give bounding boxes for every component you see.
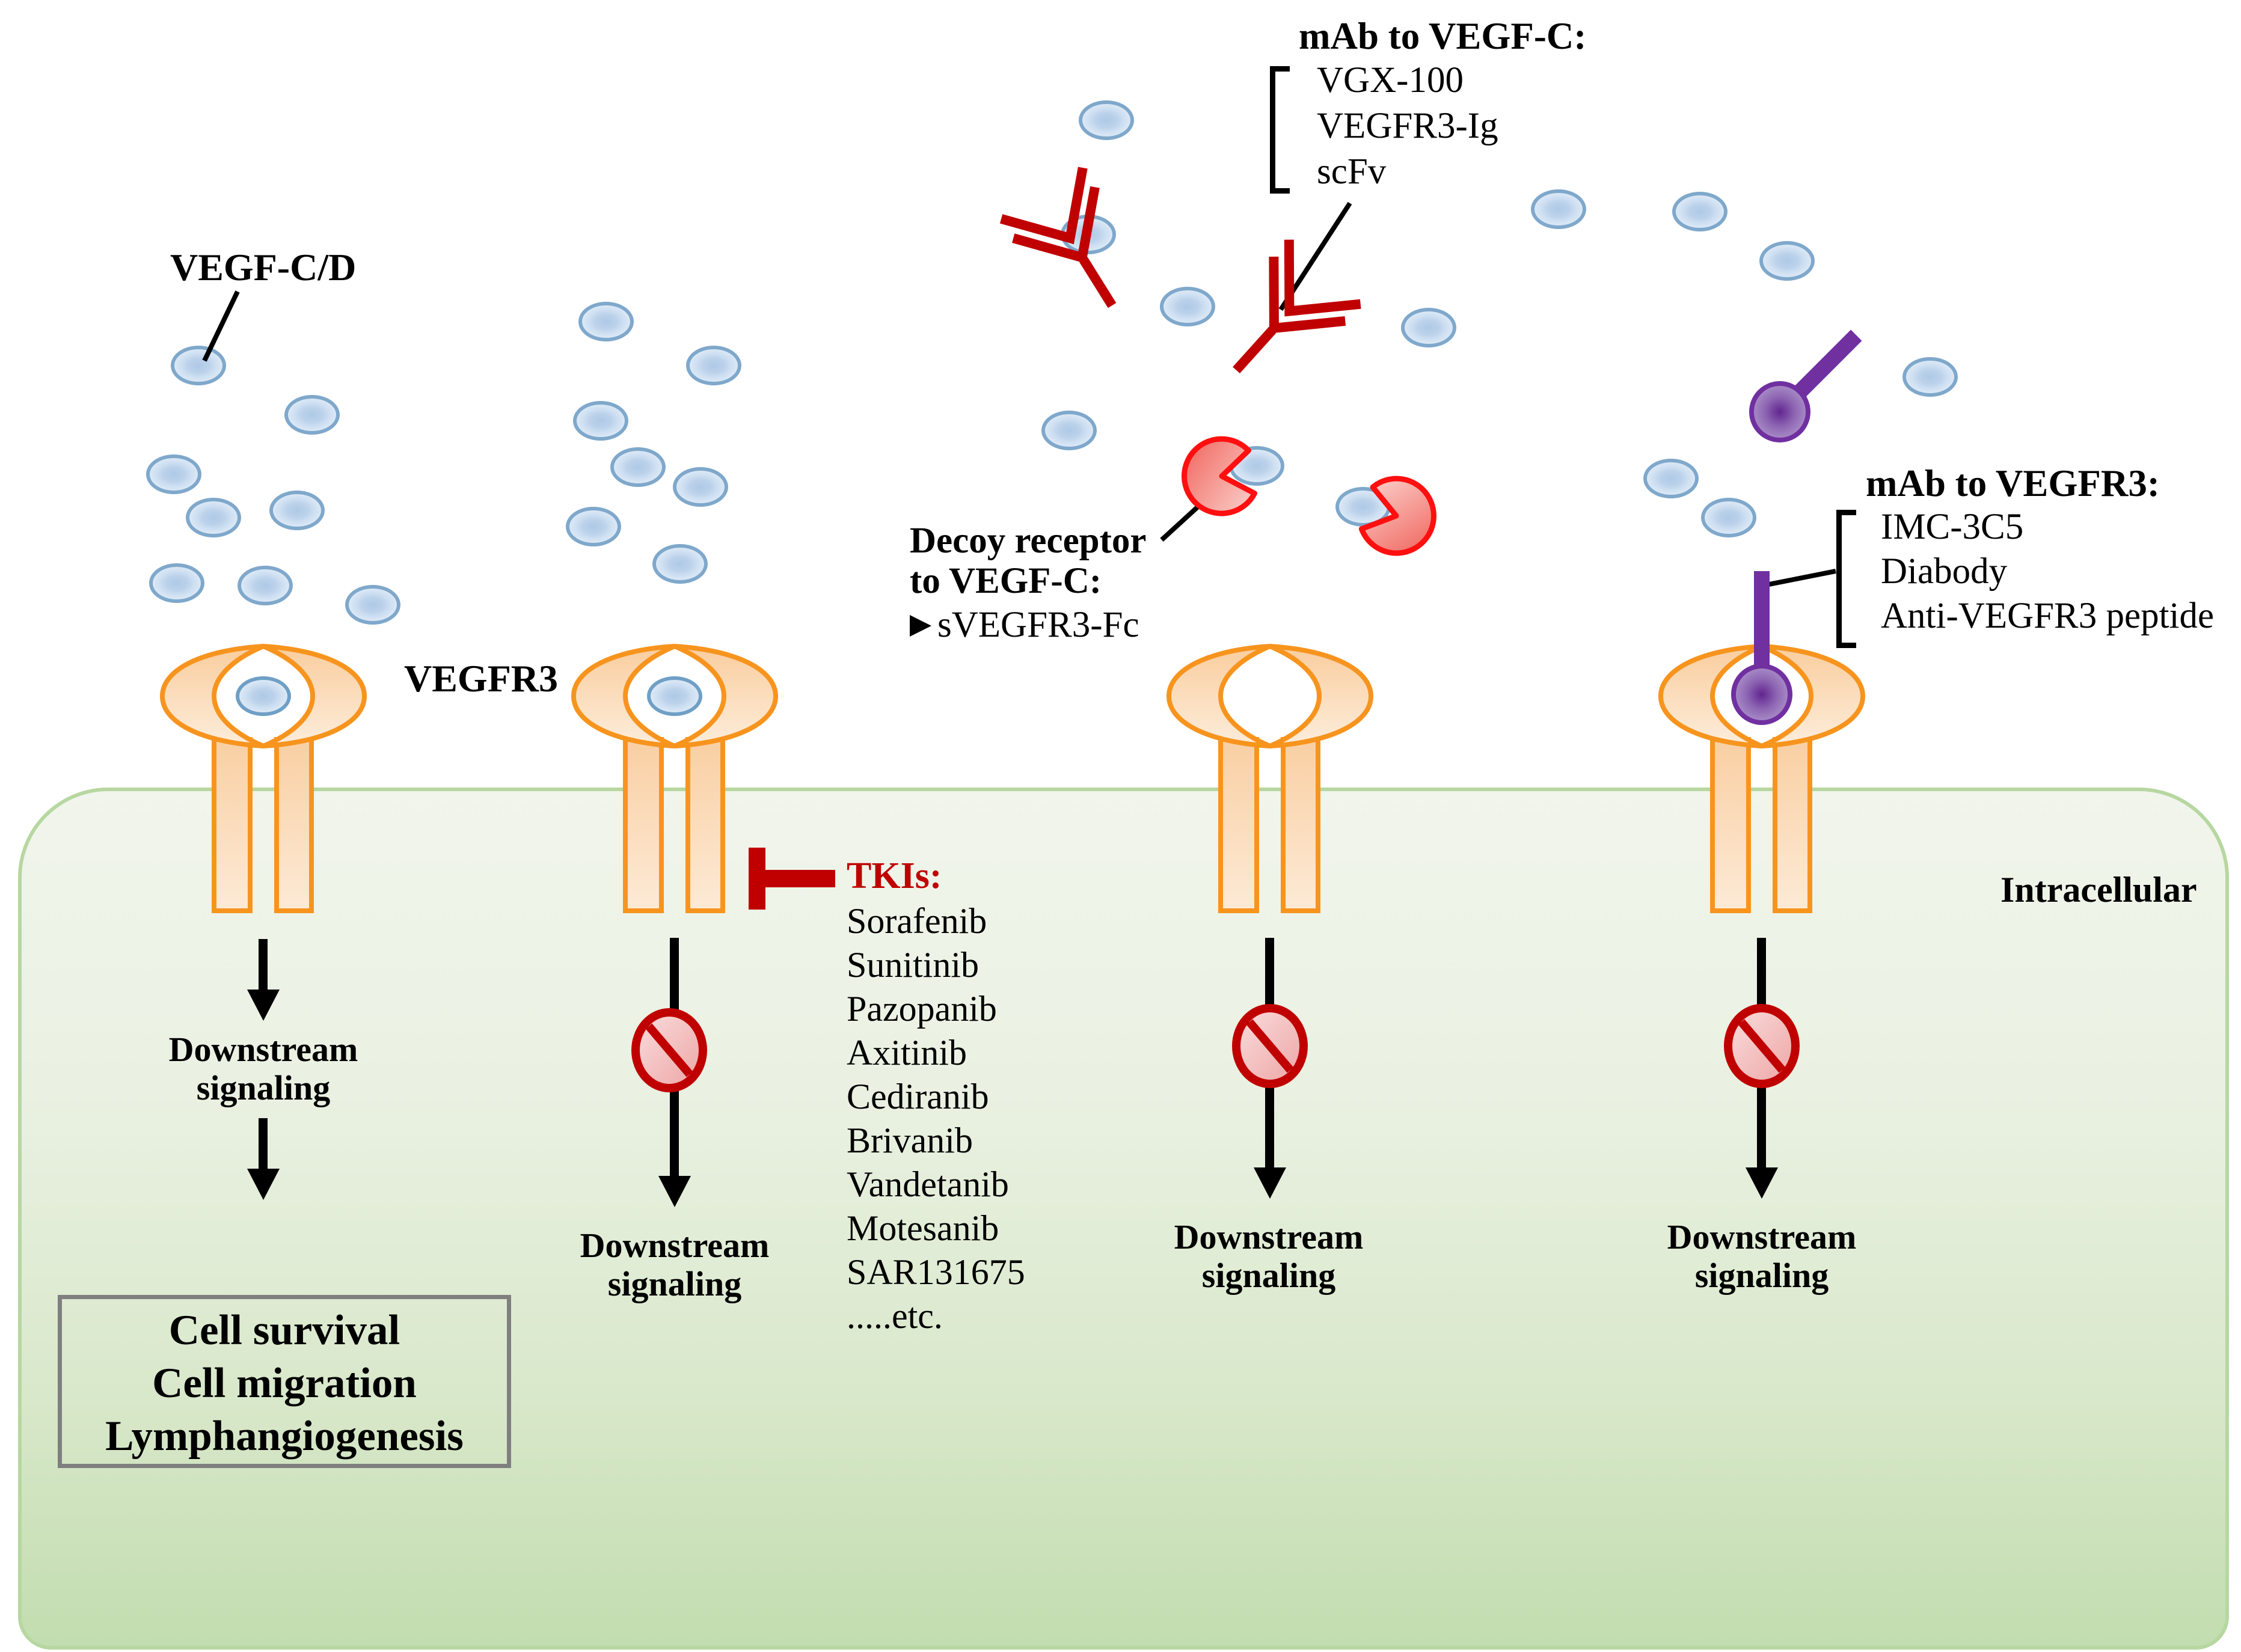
list-item: Brivanib bbox=[847, 1121, 973, 1160]
list-item: Cediranib bbox=[847, 1077, 989, 1116]
down-arrow-icon bbox=[1746, 1167, 1778, 1199]
arrow-bullet-icon bbox=[910, 615, 931, 637]
pointer-line bbox=[1278, 201, 1352, 311]
vegf-ligand-icon bbox=[238, 566, 293, 605]
mab-vegfc-title: mAb to VEGF-C: bbox=[1299, 15, 1587, 57]
downstream-signaling-label: Downstream signaling bbox=[1174, 1217, 1364, 1295]
bracket-icon bbox=[1270, 66, 1290, 194]
down-arrow-icon bbox=[259, 1118, 268, 1170]
decoy-item: sVEGFR3-Fc bbox=[910, 605, 1146, 645]
vegf-ligand-icon bbox=[149, 563, 204, 603]
list-item: IMC-3C5 bbox=[1881, 507, 2024, 547]
vegf-ligand-icon bbox=[171, 346, 226, 385]
down-arrow-icon bbox=[259, 939, 268, 991]
vegf-ligand-icon bbox=[1335, 487, 1391, 527]
vegf-ligand-icon bbox=[1672, 192, 1728, 231]
antibody-icon bbox=[1233, 239, 1361, 374]
mab-vegfc-list: VGX-100 VEGFR3-Ig scFv bbox=[1317, 58, 1498, 195]
decoy-receptor-block: Decoy receptor to VEGF-C: sVEGFR3-Fc bbox=[910, 521, 1146, 645]
inhibition-tbar-icon bbox=[749, 848, 765, 910]
intracellular-region bbox=[18, 788, 2229, 1650]
list-item: Sunitinib bbox=[847, 945, 979, 985]
downstream-signaling-label: Downstream signaling bbox=[168, 1030, 358, 1107]
list-item: VGX-100 bbox=[1317, 60, 1464, 100]
vegf-ligand-icon bbox=[284, 395, 340, 435]
vegf-ligand-icon bbox=[1759, 241, 1815, 281]
vegf-ligand-icon bbox=[1701, 498, 1756, 537]
vegf-ligand-icon bbox=[566, 507, 621, 546]
mab-vegfr3-list: IMC-3C5 Diabody Anti-VEGFR3 peptide bbox=[1881, 505, 2214, 638]
down-arrow-icon bbox=[1254, 1167, 1286, 1199]
down-arrow-icon bbox=[1265, 938, 1274, 1170]
vegf-ligand-icon bbox=[146, 454, 201, 494]
downstream-signaling-label: Downstream signaling bbox=[580, 1226, 770, 1303]
down-arrow-icon bbox=[247, 990, 280, 1021]
vegf-ligand-icon bbox=[1531, 189, 1586, 229]
list-item: Anti-VEGFR3 peptide bbox=[1881, 596, 2215, 636]
vegf-ligand-icon bbox=[236, 676, 291, 716]
list-item: SAR131675 bbox=[847, 1252, 1025, 1292]
outcome-line: Cell survival bbox=[168, 1307, 400, 1354]
vegf-ligand-icon bbox=[1041, 411, 1097, 450]
vegf-ligand-icon bbox=[1061, 215, 1116, 254]
outcome-line: Cell migration bbox=[152, 1360, 417, 1407]
inhibition-tbar-icon bbox=[764, 870, 835, 887]
vegf-ligand-icon bbox=[578, 302, 634, 341]
vegf-ligand-icon bbox=[269, 491, 325, 530]
mab-vegfr3-title: mAb to VEGFR3: bbox=[1866, 462, 2160, 504]
vegf-ligand-label: VEGF-C/D bbox=[170, 246, 357, 289]
down-arrow-icon bbox=[658, 1176, 691, 1207]
list-item: Pazopanib bbox=[847, 989, 997, 1029]
list-item: Sorafenib bbox=[847, 901, 987, 941]
decoy-title: to VEGF-C: bbox=[910, 561, 1102, 601]
vegf-ligand-icon bbox=[647, 676, 702, 716]
vegfr3-receptor-label: VEGFR3 bbox=[404, 657, 558, 700]
tkis-title: TKIs: bbox=[847, 855, 942, 896]
down-arrow-icon bbox=[1757, 938, 1766, 1170]
vegf-ligand-icon bbox=[573, 401, 628, 441]
vegf-ligand-icon bbox=[1902, 357, 1958, 397]
intracellular-label: Intracellular bbox=[2000, 870, 2197, 910]
vegfr3-receptor-icon bbox=[1162, 640, 1378, 917]
list-item: .....etc. bbox=[847, 1296, 943, 1336]
bracket-icon bbox=[1836, 510, 1856, 648]
vegf-ligand-icon bbox=[1401, 308, 1456, 347]
list-item: scFv bbox=[1317, 151, 1387, 192]
vegf-ligand-icon bbox=[610, 447, 666, 487]
vegf-ligand-icon bbox=[686, 346, 741, 385]
list-item: Diabody bbox=[1881, 551, 2008, 592]
vegfr3-receptor-icon bbox=[1654, 640, 1870, 917]
outcome-line: Lymphangiogenesis bbox=[105, 1413, 464, 1460]
vegf-ligand-icon bbox=[1643, 459, 1699, 498]
vegf-ligand-icon bbox=[1160, 287, 1215, 326]
pointer-line bbox=[1160, 500, 1206, 542]
vegf-ligand-icon bbox=[1229, 446, 1284, 486]
down-arrow-icon bbox=[670, 938, 679, 1178]
downstream-signaling-label: Downstream signaling bbox=[1667, 1217, 1857, 1295]
outcome-box: Cell survival Cell migration Lymphangiog… bbox=[58, 1295, 511, 1468]
list-item: Vandetanib bbox=[847, 1164, 1009, 1204]
list-item: VEGFR3-Ig bbox=[1317, 106, 1498, 146]
vegf-ligand-icon bbox=[1079, 100, 1134, 140]
pointer-line bbox=[1759, 569, 1836, 589]
vegf-ligand-icon bbox=[652, 544, 708, 584]
vegf-ligand-icon bbox=[673, 467, 728, 507]
tkis-list: Sorafenib Sunitinib Pazopanib Axitinib C… bbox=[847, 899, 1025, 1338]
list-item: Motesanib bbox=[847, 1208, 999, 1248]
vegf-ligand-icon bbox=[345, 585, 400, 625]
list-item: Axitinib bbox=[847, 1033, 967, 1072]
down-arrow-icon bbox=[247, 1169, 280, 1200]
decoy-title: Decoy receptor bbox=[910, 521, 1147, 561]
vegf-ligand-icon bbox=[186, 498, 241, 537]
vegfr3-mab-icon bbox=[1749, 329, 1862, 442]
